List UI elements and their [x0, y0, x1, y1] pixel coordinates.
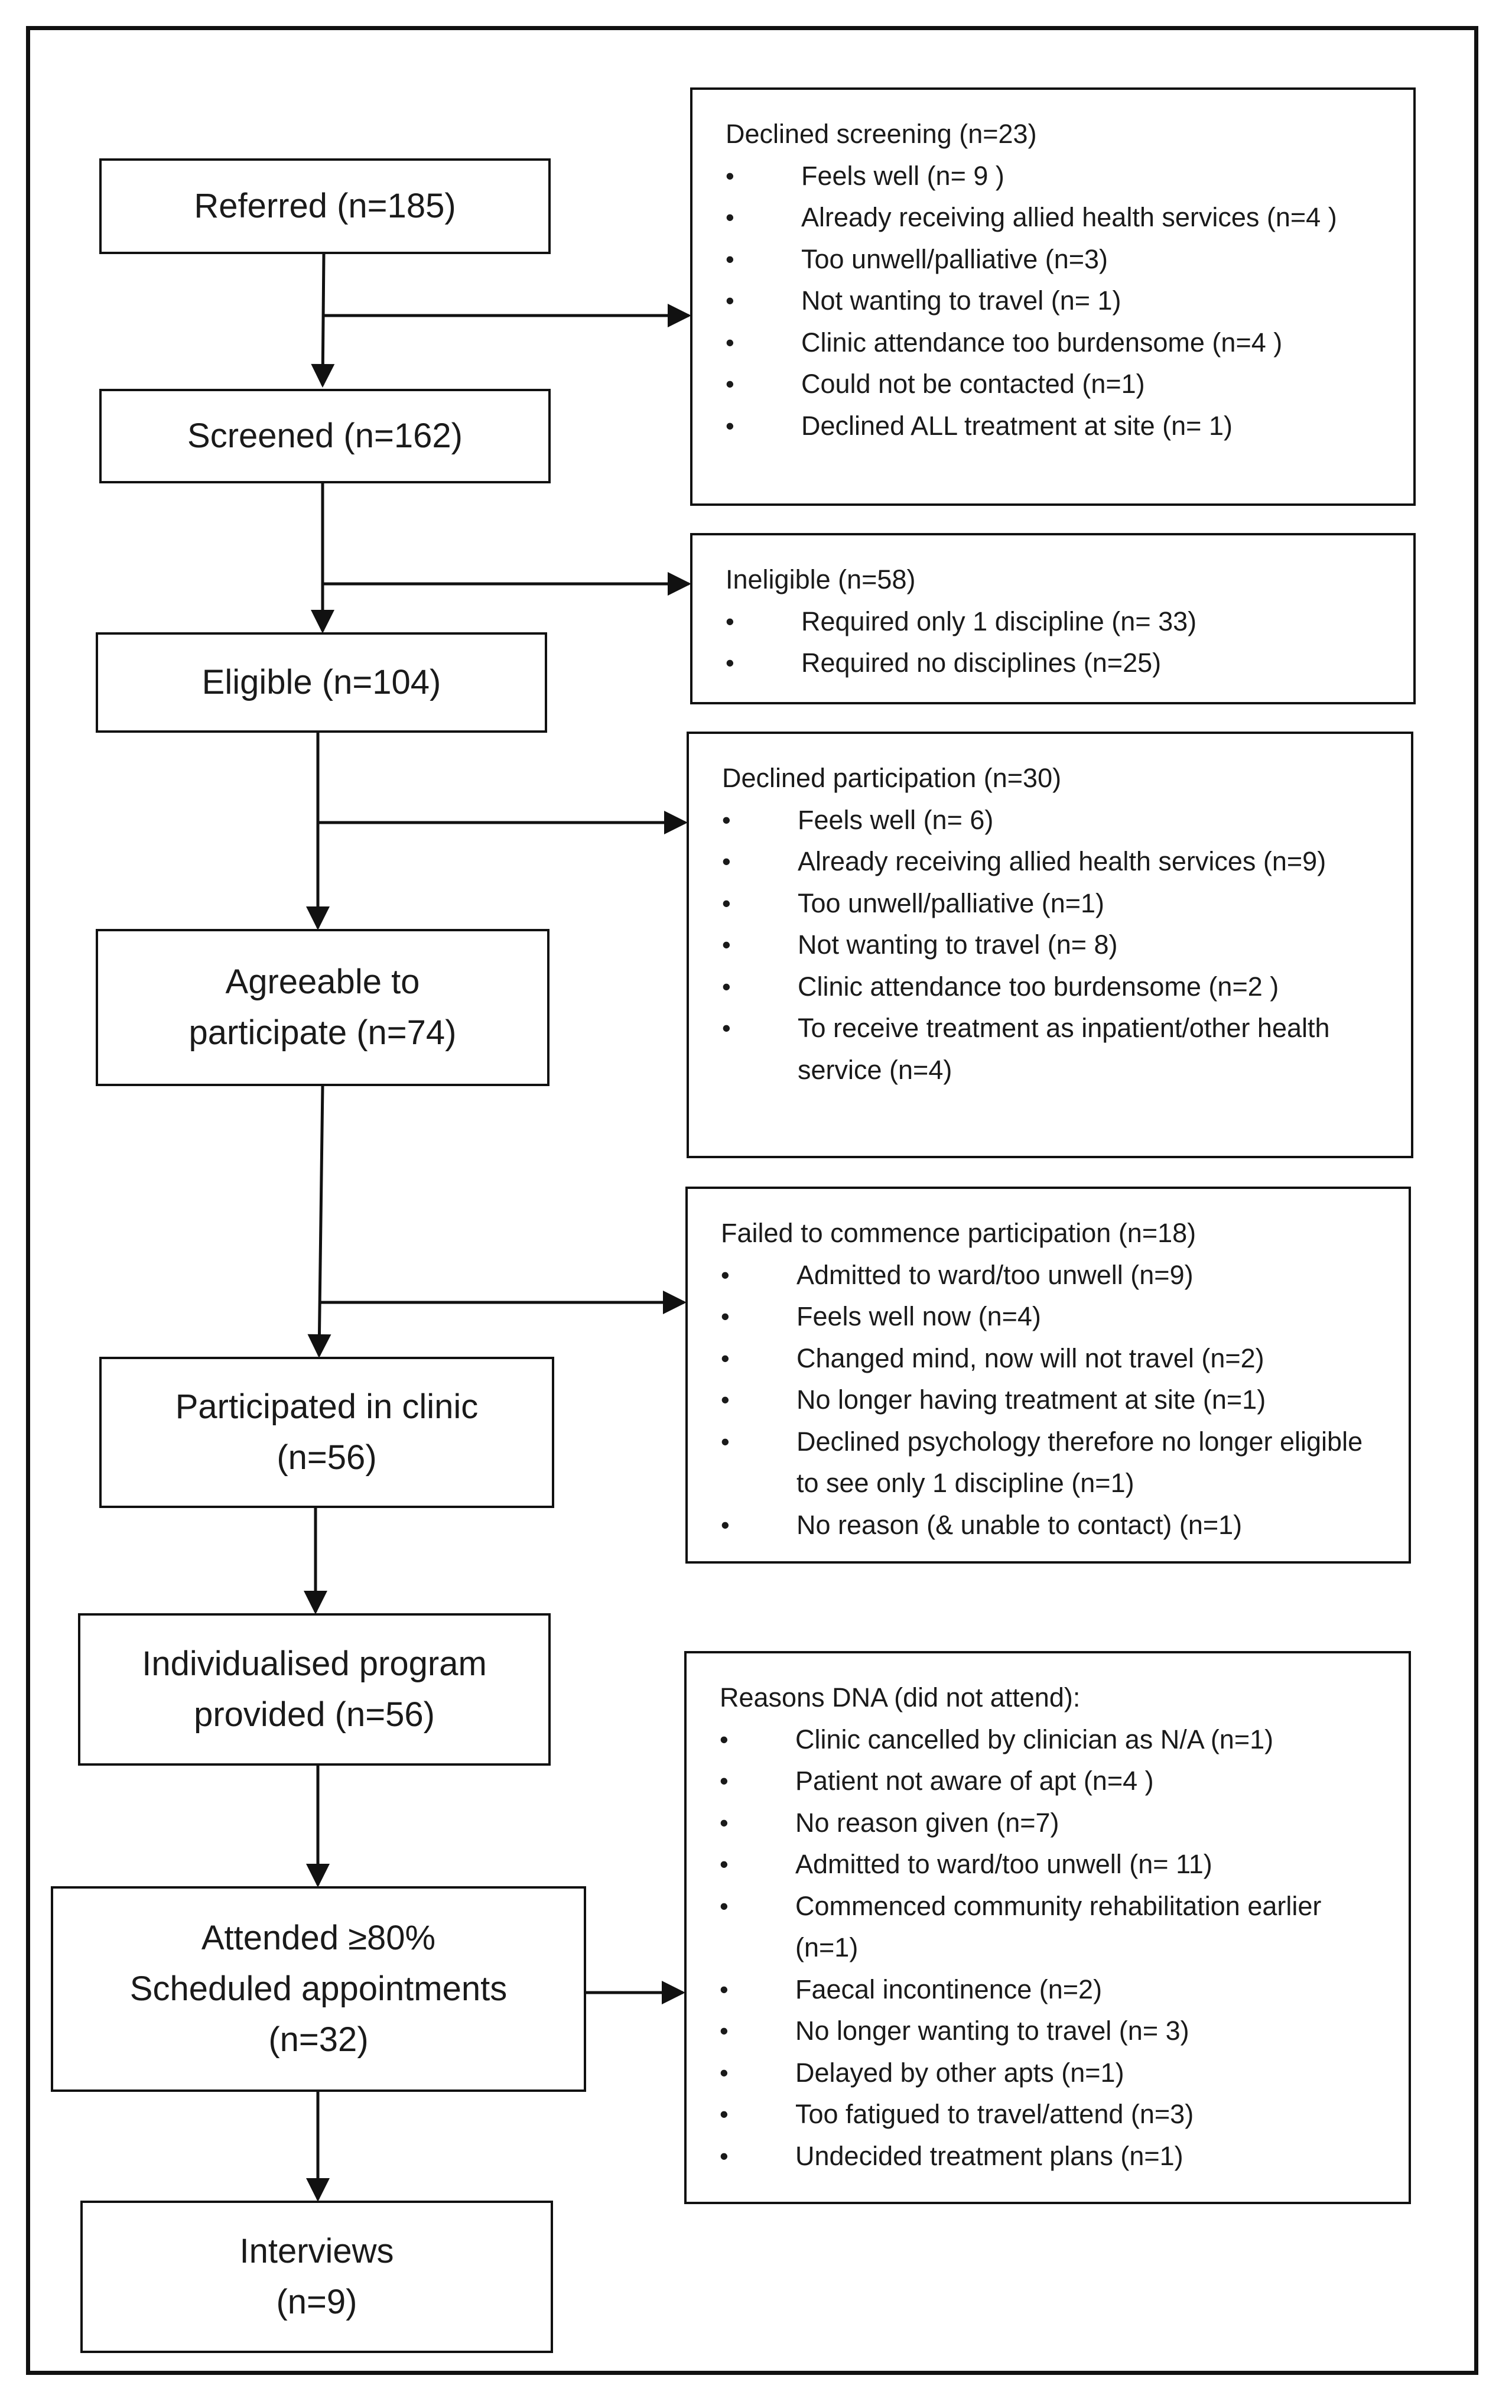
reasons-dna-list: Clinic cancelled by clinician as N/A (n=… [720, 1719, 1385, 2178]
list-item: Declined ALL treatment at site (n= 1) [726, 405, 1390, 447]
program-label-line2: provided (n=56) [194, 1695, 435, 1734]
list-item: Delayed by other apts (n=1) [720, 2052, 1385, 2094]
list-item: No longer having treatment at site (n=1) [721, 1379, 1385, 1421]
failed-commence-list: Admitted to ward/too unwell (n=9) Feels … [721, 1255, 1385, 1546]
box-reasons-dna: Reasons DNA (did not attend): Clinic can… [684, 1651, 1411, 2204]
box-declined-screening: Declined screening (n=23) Feels well (n=… [690, 87, 1416, 506]
list-item: Changed mind, now will not travel (n=2) [721, 1338, 1385, 1380]
interviews-label-line1: Interviews [239, 2232, 394, 2270]
list-item: Too unwell/palliative (n=1) [722, 883, 1387, 925]
box-declined-participation: Declined participation (n=30) Feels well… [687, 732, 1413, 1158]
list-item: Could not be contacted (n=1) [726, 363, 1390, 405]
list-item: To receive treatment as inpatient/other … [722, 1008, 1387, 1091]
list-item: Admitted to ward/too unwell (n=9) [721, 1255, 1385, 1296]
arrow-referred-screened [311, 254, 335, 388]
list-item: Too fatigued to travel/attend (n=3) [720, 2094, 1385, 2136]
declined-participation-title: Declined participation (n=30) [722, 763, 1062, 793]
box-agreeable: Agreeable to participate (n=74) [96, 929, 549, 1086]
list-item: Required only 1 discipline (n= 33) [726, 601, 1390, 643]
referred-label: Referred (n=185) [194, 187, 456, 225]
box-failed-commence: Failed to commence participation (n=18) … [685, 1187, 1411, 1564]
eligible-label: Eligible (n=104) [201, 663, 441, 701]
box-interviews: Interviews (n=9) [80, 2201, 553, 2353]
list-item: Too unwell/palliative (n=3) [726, 239, 1390, 281]
list-item: Not wanting to travel (n= 8) [722, 924, 1387, 966]
participated-label-line2: (n=56) [277, 1438, 377, 1477]
participated-label-line1: Participated in clinic [175, 1387, 479, 1426]
agreeable-label-line1: Agreeable to [225, 963, 420, 1001]
box-participated: Participated in clinic (n=56) [99, 1357, 554, 1508]
declined-screening-list: Feels well (n= 9 ) Already receiving all… [726, 155, 1390, 447]
box-attended: Attended ≥80% Scheduled appointments (n=… [51, 1886, 586, 2092]
box-referred: Referred (n=185) [99, 158, 551, 254]
agreeable-label-line2: participate (n=74) [188, 1013, 457, 1052]
box-program: Individualised program provided (n=56) [78, 1613, 551, 1766]
list-item: Undecided treatment plans (n=1) [720, 2136, 1385, 2178]
list-item: Clinic attendance too burdensome (n=2 ) [722, 966, 1387, 1008]
list-item: Required no disciplines (n=25) [726, 642, 1390, 684]
list-item: Already receiving allied health services… [722, 841, 1387, 883]
ineligible-title: Ineligible (n=58) [726, 564, 916, 594]
attended-label-line3: (n=32) [268, 2020, 369, 2059]
list-item: Clinic attendance too burdensome (n=4 ) [726, 322, 1390, 364]
list-item: Feels well (n= 6) [722, 800, 1387, 841]
diagram-frame [26, 26, 1478, 2375]
list-item: Declined psychology therefore no longer … [721, 1421, 1385, 1504]
box-eligible: Eligible (n=104) [96, 632, 547, 733]
interviews-label-line2: (n=9) [276, 2283, 357, 2321]
attended-label-line1: Attended ≥80% [201, 1919, 436, 1957]
list-item: Clinic cancelled by clinician as N/A (n=… [720, 1719, 1385, 1761]
ineligible-list: Required only 1 discipline (n= 33) Requi… [726, 601, 1390, 684]
box-ineligible: Ineligible (n=58) Required only 1 discip… [690, 533, 1416, 704]
screened-label: Screened (n=162) [187, 417, 463, 455]
list-item: Commenced community rehabilitation earli… [720, 1886, 1385, 1969]
list-item: Patient not aware of apt (n=4 ) [720, 1760, 1385, 1802]
box-screened: Screened (n=162) [99, 389, 551, 483]
list-item: No longer wanting to travel (n= 3) [720, 2010, 1385, 2052]
list-item: Faecal incontinence (n=2) [720, 1969, 1385, 2011]
arrow-agreeable-participated [307, 1086, 331, 1358]
declined-participation-list: Feels well (n= 6) Already receiving alli… [722, 800, 1387, 1091]
list-item: Feels well now (n=4) [721, 1296, 1385, 1338]
list-item: Admitted to ward/too unwell (n= 11) [720, 1844, 1385, 1886]
failed-commence-title: Failed to commence participation (n=18) [721, 1218, 1196, 1248]
list-item: Not wanting to travel (n= 1) [726, 280, 1390, 322]
reasons-dna-title: Reasons DNA (did not attend): [720, 1682, 1081, 1712]
list-item: No reason given (n=7) [720, 1802, 1385, 1844]
program-label-line1: Individualised program [142, 1645, 487, 1683]
list-item: Feels well (n= 9 ) [726, 155, 1390, 197]
list-item: Already receiving allied health services… [726, 197, 1390, 239]
declined-screening-title: Declined screening (n=23) [726, 119, 1037, 149]
list-item: No reason (& unable to contact) (n=1) [721, 1504, 1385, 1546]
attended-label-line2: Scheduled appointments [129, 1970, 508, 2008]
